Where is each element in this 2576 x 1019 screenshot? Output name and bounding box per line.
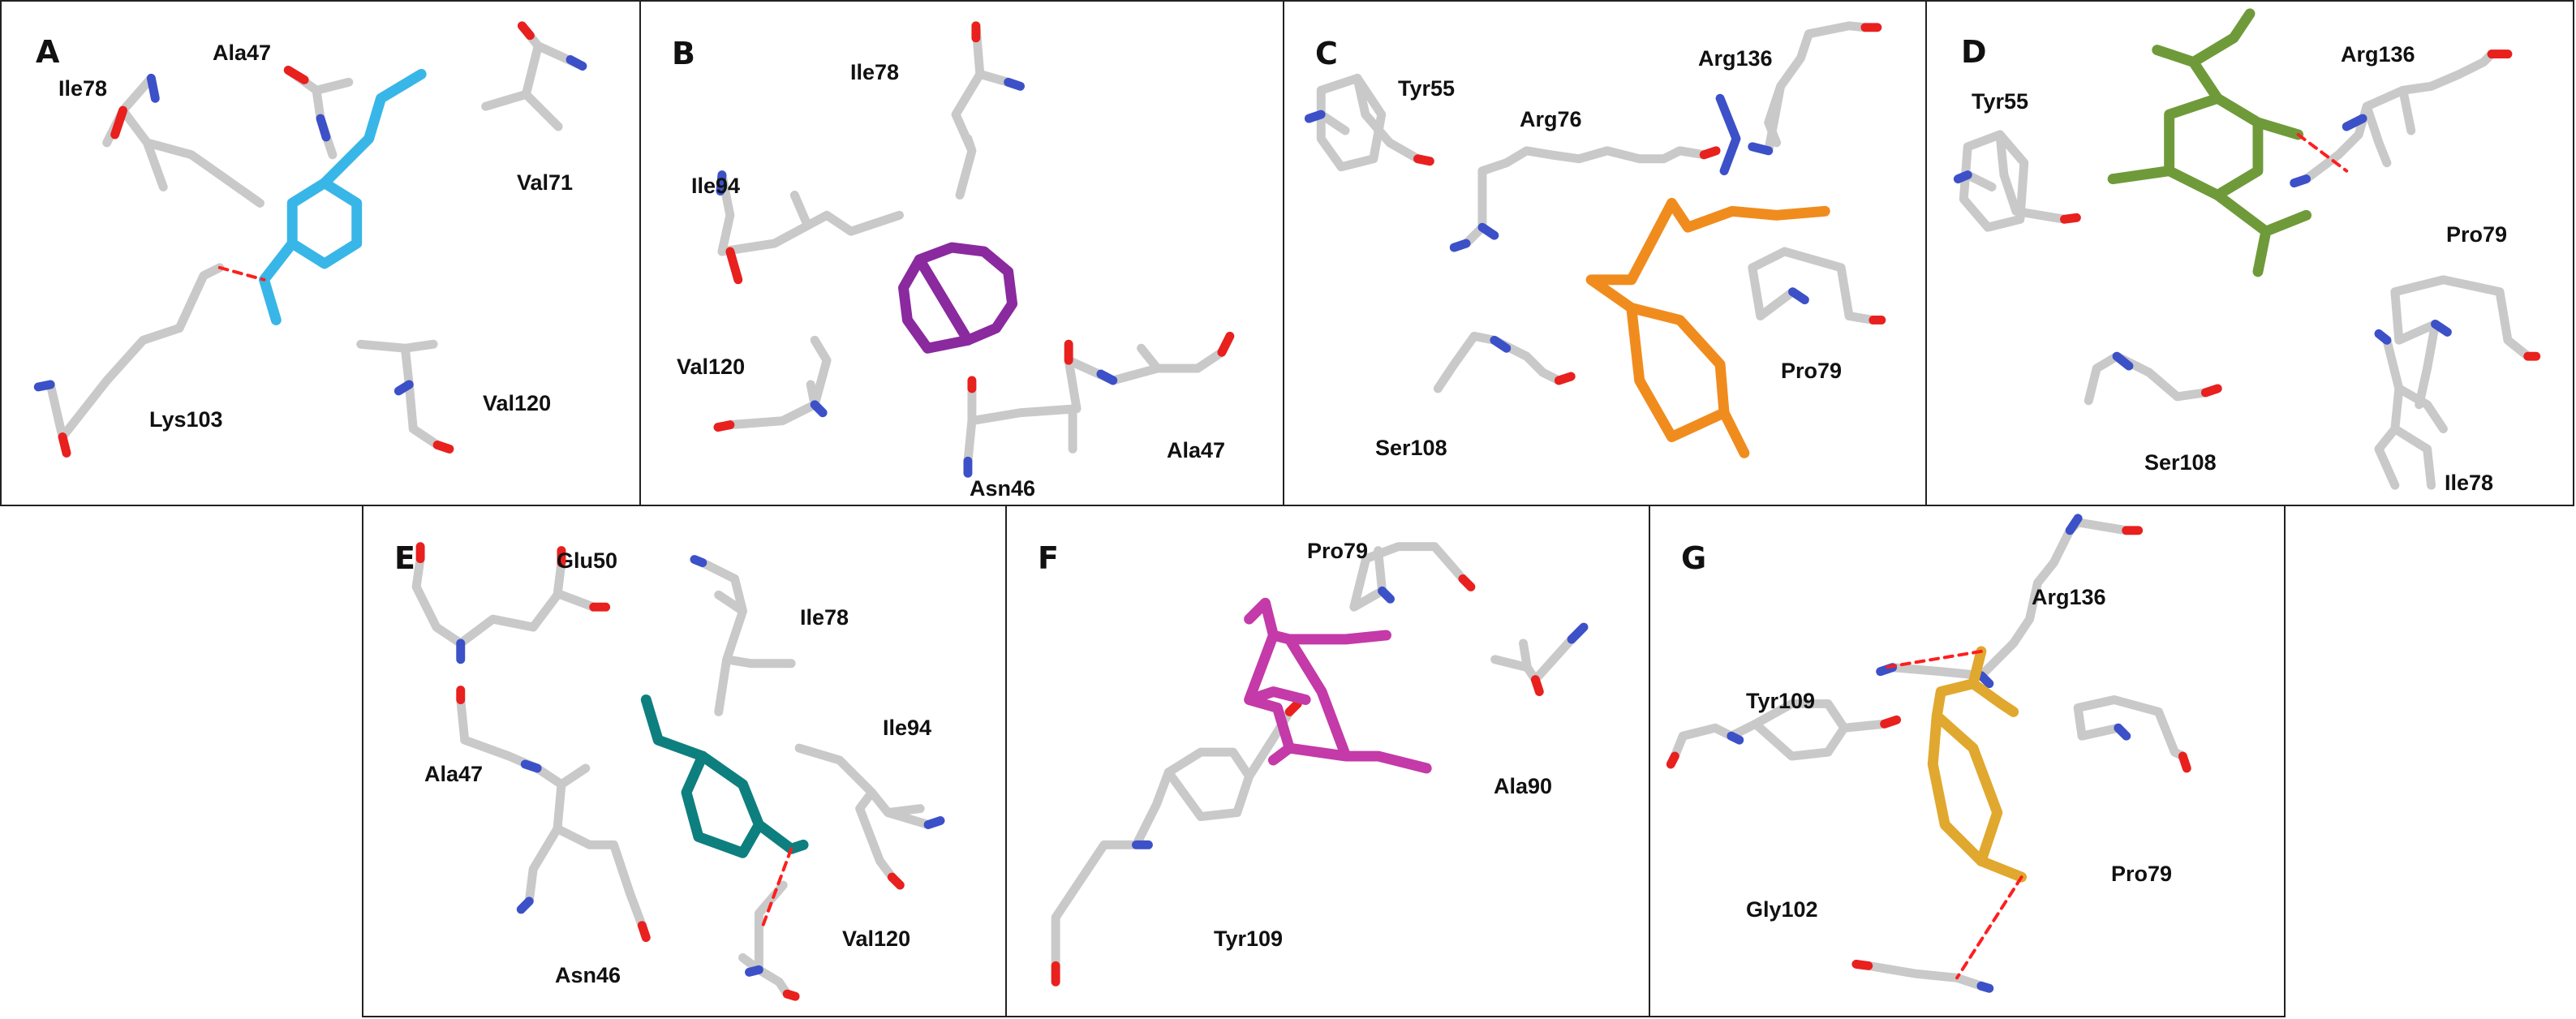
residue-label: Ala90 <box>1494 774 1553 798</box>
residue-ala47-sticks <box>1064 331 1235 385</box>
residue-label: Arg136 <box>2341 42 2415 67</box>
panel-g: G Arg136 Tyr109 Pro79 Gly102 <box>1649 505 2286 1017</box>
residue-asn46-sticks <box>516 824 651 943</box>
residue-ser108-sticks <box>2084 351 2222 406</box>
residue-label: Ala47 <box>1167 438 1226 462</box>
residue-label: Ser108 <box>2144 450 2217 475</box>
panel-e-structure <box>411 542 945 1001</box>
hbond-a <box>217 265 266 282</box>
residue-ile78-sticks <box>102 73 264 208</box>
residue-label: Pro79 <box>1307 539 1369 563</box>
residue-label: Tyr109 <box>1214 927 1284 951</box>
ligand-e-sticks <box>640 694 809 858</box>
residue-ile78-sticks <box>2374 329 2448 490</box>
residue-lys103-sticks <box>33 263 225 458</box>
panel-label-b: B <box>672 36 695 71</box>
panel-label-f: F <box>1038 540 1059 576</box>
residue-val120-sticks <box>713 335 832 432</box>
residue-label: Arg136 <box>2032 585 2106 609</box>
residue-ser108-sticks <box>1433 331 1576 393</box>
residue-label: Tyr109 <box>1746 689 1816 713</box>
residue-label: Glu50 <box>557 548 618 573</box>
residue-ala90-sticks <box>1490 622 1589 697</box>
residue-label: Val120 <box>677 355 746 379</box>
residue-label: Val120 <box>842 927 911 951</box>
residue-arg136-sticks <box>1876 514 2144 689</box>
ligand-b-sticks <box>898 242 1018 354</box>
residue-tyr55-sticks <box>1953 130 2081 232</box>
ligand-g-sticks <box>1927 646 2028 883</box>
residue-label: Ala47 <box>424 762 484 786</box>
hbond-d <box>2296 132 2349 173</box>
residue-label: Val71 <box>517 170 574 195</box>
panel-label-c: C <box>1315 36 1338 71</box>
hbond-e <box>761 847 793 927</box>
panel-label-d: D <box>1961 34 1987 70</box>
panel-c: C Tyr55 Arg136 Arg76 Pro79 Ser108 <box>1283 0 1927 506</box>
panel-f-structure <box>1051 542 1589 987</box>
residue-val120-sticks <box>738 880 800 1001</box>
residue-arg136-sticks <box>1715 21 1882 176</box>
residue-pro79-sticks <box>2073 695 2191 773</box>
residue-ile94-sticks <box>794 743 945 890</box>
residue-label: Ile78 <box>800 605 849 630</box>
panel-b: B Ile78 Ile94 Val120 Asn46 Ala47 <box>639 0 1284 506</box>
hbond-g <box>1955 875 2023 980</box>
ligand-f-sticks <box>1244 597 1432 774</box>
residue-pro79-sticks <box>2390 275 2541 410</box>
residue-arg76-sticks <box>1449 146 1721 252</box>
residue-val71-sticks <box>481 21 587 131</box>
residue-label: Tyr55 <box>1972 89 2029 114</box>
panel-e: E Glu50 Ile78 Ile94 Ala47 Asn46 Val120 <box>362 505 1007 1017</box>
panel-label-e: E <box>394 540 415 576</box>
residue-label: Asn46 <box>970 476 1036 501</box>
residue-label: Ile78 <box>58 76 108 101</box>
panel-d: D Tyr55 Arg136 Pro79 Ser108 Ile78 <box>1925 0 2574 506</box>
residue-label: Ile94 <box>691 174 741 198</box>
residue-ala47-sticks <box>456 686 591 833</box>
ligand-d-sticks <box>2107 8 2312 277</box>
residue-label: Arg136 <box>1698 46 1773 71</box>
hbond-g <box>1882 649 1983 669</box>
residue-val120-sticks <box>356 339 454 454</box>
panel-label-g: G <box>1681 540 1707 576</box>
residue-pro79-sticks <box>1349 542 1476 612</box>
residue-label: Gly102 <box>1746 897 1818 922</box>
residue-ile78-sticks <box>951 21 1025 200</box>
residue-label: Pro79 <box>2111 862 2173 886</box>
residue-ile78-sticks <box>690 555 796 716</box>
residue-label: Ile78 <box>850 60 900 84</box>
residue-label: Pro79 <box>1781 359 1843 383</box>
residue-label: Arg76 <box>1520 107 1582 131</box>
panel-a: A Ile78 Ala47 Val71 Lys103 Val120 <box>0 0 641 506</box>
residue-label: Asn46 <box>555 963 621 987</box>
residue-label: Pro79 <box>2446 222 2508 247</box>
residue-asn46-sticks <box>963 355 1082 478</box>
panel-f: F Pro79 Ala90 Tyr109 <box>1005 505 1650 1017</box>
residue-label: Tyr55 <box>1398 76 1456 101</box>
ligand-c-sticks <box>1585 197 1830 458</box>
residue-arg136-sticks <box>2290 49 2513 188</box>
panel-g-structure <box>1666 514 2191 993</box>
residue-label: Ser108 <box>1375 436 1447 460</box>
panel-b-structure <box>713 21 1235 478</box>
residue-label: Lys103 <box>149 407 223 432</box>
residue-gly102-sticks <box>1851 959 1994 993</box>
residue-pro79-sticks <box>1748 247 1886 325</box>
residue-label: Ala47 <box>213 41 272 65</box>
residue-tyr55-sticks <box>1304 73 1434 172</box>
residue-label: Ile78 <box>2445 471 2494 495</box>
residue-label: Ile94 <box>883 716 932 740</box>
residue-label: Val120 <box>483 391 552 415</box>
panel-label-a: A <box>36 34 60 70</box>
residue-ile94-sticks <box>716 170 904 285</box>
residue-tyr109-sticks <box>1666 699 1902 769</box>
residue-glu50-sticks <box>411 542 611 664</box>
ligand-a-sticks <box>258 68 427 325</box>
panel-a-structure <box>33 21 587 458</box>
panel-c-structure <box>1304 21 1886 458</box>
panel-d-structure <box>1953 8 2541 490</box>
residue-ala47-sticks <box>283 65 354 160</box>
